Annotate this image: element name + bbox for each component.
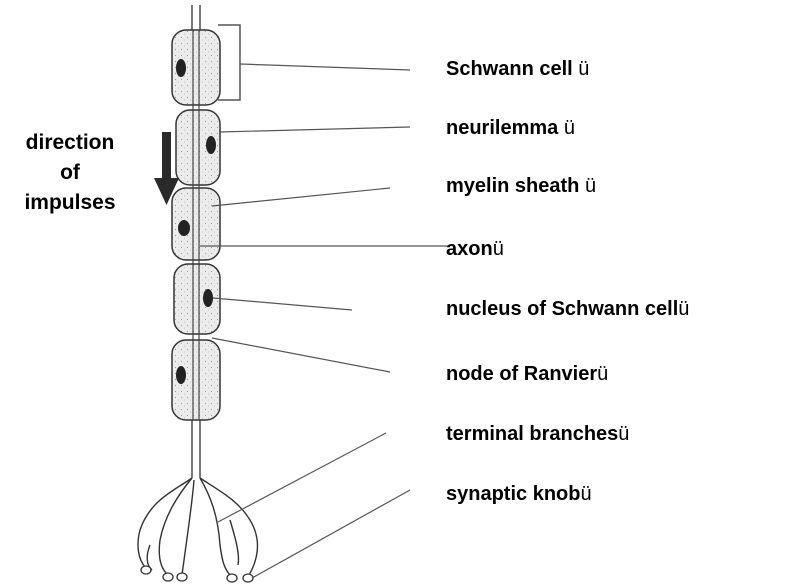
- check-mark: ü: [493, 238, 504, 260]
- synaptic-knobs: [141, 566, 253, 582]
- check-mark: ü: [580, 483, 591, 505]
- schwann-cell-segment-4: [174, 264, 220, 334]
- direction-of-impulses-label: direction of impulses: [0, 128, 140, 218]
- terminal-branches: [138, 478, 257, 577]
- check-mark: ü: [564, 117, 575, 139]
- direction-label-line2: of: [60, 161, 80, 184]
- pointer-terminal-branches: [218, 433, 386, 522]
- pointer-synaptic-knob: [252, 490, 410, 578]
- axon-label: axonü: [446, 238, 504, 260]
- myelin-sheath-label: myelin sheath ü: [446, 175, 596, 197]
- pointer-schwann-cell: [240, 64, 410, 70]
- schwann-nucleus-3: [178, 220, 190, 236]
- node-of-ranvier-label: node of Ranvierü: [446, 363, 608, 385]
- schwann-nucleus-4: [203, 289, 213, 307]
- synaptic-knob-label: synaptic knobü: [446, 483, 592, 505]
- neurilemma-label: neurilemma ü: [446, 117, 575, 139]
- direction-label-line1: direction: [26, 131, 115, 154]
- pointer-node-of-ranvier: [212, 338, 390, 372]
- check-mark: ü: [678, 298, 689, 320]
- check-mark: ü: [578, 58, 589, 80]
- pointer-nucleus: [213, 298, 352, 310]
- pointer-neurilemma: [220, 127, 410, 132]
- schwann-nucleus-5: [176, 366, 186, 384]
- pointer-myelin-sheath: [212, 188, 390, 206]
- check-mark: ü: [585, 175, 596, 197]
- schwann-cell-segment-1: [172, 30, 220, 105]
- schwann-cell-label: Schwann cell ü: [446, 58, 589, 80]
- schwann-nucleus-1: [176, 59, 186, 77]
- schwann-cell-segment-3: [172, 188, 220, 260]
- check-mark: ü: [597, 363, 608, 385]
- schwann-cell-segment-5: [172, 340, 220, 420]
- schwann-cell-segment-2: [176, 110, 220, 185]
- terminal-branches-label: terminal branchesü: [446, 423, 629, 445]
- direction-label-line3: impulses: [24, 191, 115, 214]
- nucleus-of-schwann-cell-label: nucleus of Schwann cellü: [446, 298, 689, 320]
- schwann-cell-bracket: [218, 25, 240, 100]
- schwann-nucleus-2: [206, 136, 216, 154]
- check-mark: ü: [618, 423, 629, 445]
